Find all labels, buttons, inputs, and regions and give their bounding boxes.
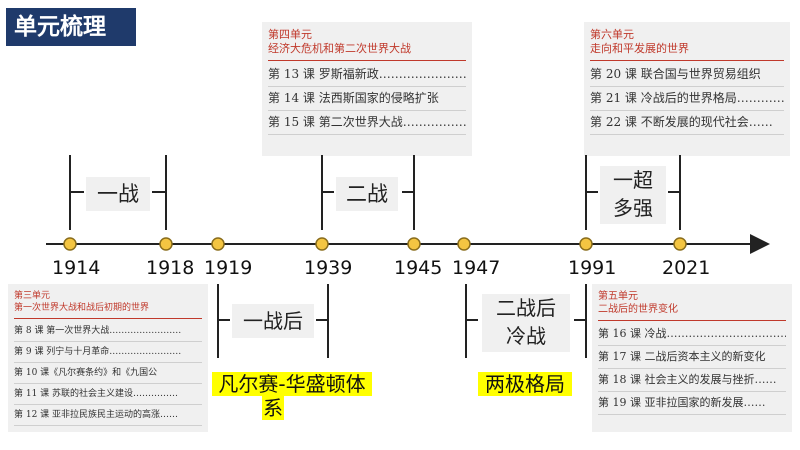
lesson-item: 第 11 课 苏联的社会主义建设…………… <box>14 384 202 405</box>
unit5-title: 二战后的世界变化 <box>598 304 678 315</box>
unit6-label: 第六单元 <box>590 28 634 41</box>
year-dot-1939 <box>315 237 329 251</box>
period-coldwar: 二战后 冷战 <box>482 294 570 352</box>
unit6-panel: 第六单元 走向和平发展的世界 第 20 课 联合国与世界贸易组织 第 21 课 … <box>584 22 790 156</box>
period-unipolar-line2: 多强 <box>613 196 653 220</box>
lesson-item: 第 17 课 二战后资本主义的新变化 <box>598 346 786 369</box>
unit3-title: 第一次世界大战和战后初期的世界 <box>14 303 150 313</box>
lesson-item: 第 19 课 亚非拉国家的新发展…… <box>598 392 786 415</box>
year-label: 1947 <box>452 257 501 279</box>
unit3-label: 第三单元 <box>14 291 51 301</box>
lesson-item: 第 12 课 亚非拉民族民主运动的高涨…… <box>14 405 202 426</box>
period-unipolar: 一超 多强 <box>600 166 666 224</box>
period-ww1: 一战 <box>86 177 150 211</box>
page-title: 单元梳理 <box>6 8 136 46</box>
lesson-item: 第 13 课 罗斯福新政…………………… <box>268 63 466 87</box>
period-ww2: 二战 <box>336 177 398 211</box>
year-label: 2021 <box>662 257 711 279</box>
unit5-label: 第五单元 <box>598 291 638 302</box>
lesson-item: 第 8 课 第一次世界大战…………………… <box>14 321 202 342</box>
year-label: 1914 <box>52 257 101 279</box>
period-coldwar-line2: 冷战 <box>506 324 546 348</box>
period-postww1: 一战后 <box>232 304 314 338</box>
period-unipolar-line1: 一超 <box>613 168 653 192</box>
year-dot-1914 <box>63 237 77 251</box>
year-dot-1918 <box>159 237 173 251</box>
period-coldwar-line1: 二战后 <box>496 296 556 320</box>
year-dot-1945 <box>407 237 421 251</box>
lesson-item: 第 20 课 联合国与世界贸易组织 <box>590 63 784 87</box>
year-label: 1918 <box>146 257 195 279</box>
unit6-title: 走向和平发展的世界 <box>590 42 689 55</box>
unit3-panel: 第三单元 第一次世界大战和战后初期的世界 第 8 课 第一次世界大战………………… <box>8 284 208 432</box>
lesson-item: 第 18 课 社会主义的发展与挫折…… <box>598 369 786 392</box>
year-dot-1947 <box>457 237 471 251</box>
unit4-panel: 第四单元 经济大危机和第二次世界大战 第 13 课 罗斯福新政…………………… … <box>262 22 472 156</box>
system-versailles-line1: 凡尔赛-华盛顿体 <box>212 372 372 396</box>
year-label: 1919 <box>204 257 253 279</box>
unit4-title: 经济大危机和第二次世界大战 <box>268 42 411 55</box>
year-dot-2021 <box>673 237 687 251</box>
system-bipolar: 两极格局 <box>478 372 572 396</box>
lesson-item: 第 22 课 不断发展的现代社会…… <box>590 111 784 135</box>
system-versailles-line2: 系 <box>262 396 284 420</box>
year-label: 1945 <box>394 257 443 279</box>
lesson-item: 第 9 课 列宁与十月革命…………………… <box>14 342 202 363</box>
year-dot-1991 <box>579 237 593 251</box>
lesson-item: 第 10 课《凡尔赛条约》和《九国公 <box>14 363 202 384</box>
lesson-item: 第 21 课 冷战后的世界格局………… <box>590 87 784 111</box>
year-label: 1939 <box>304 257 353 279</box>
lesson-item: 第 16 课 冷战………………………………… <box>598 323 786 346</box>
year-dot-1919 <box>211 237 225 251</box>
unit4-label: 第四单元 <box>268 28 312 41</box>
lesson-item: 第 14 课 法西斯国家的侵略扩张 <box>268 87 466 111</box>
year-label: 1991 <box>568 257 617 279</box>
lesson-item: 第 15 课 第二次世界大战……………… <box>268 111 466 135</box>
unit5-panel: 第五单元 二战后的世界变化 第 16 课 冷战………………………………… 第 1… <box>592 284 792 432</box>
